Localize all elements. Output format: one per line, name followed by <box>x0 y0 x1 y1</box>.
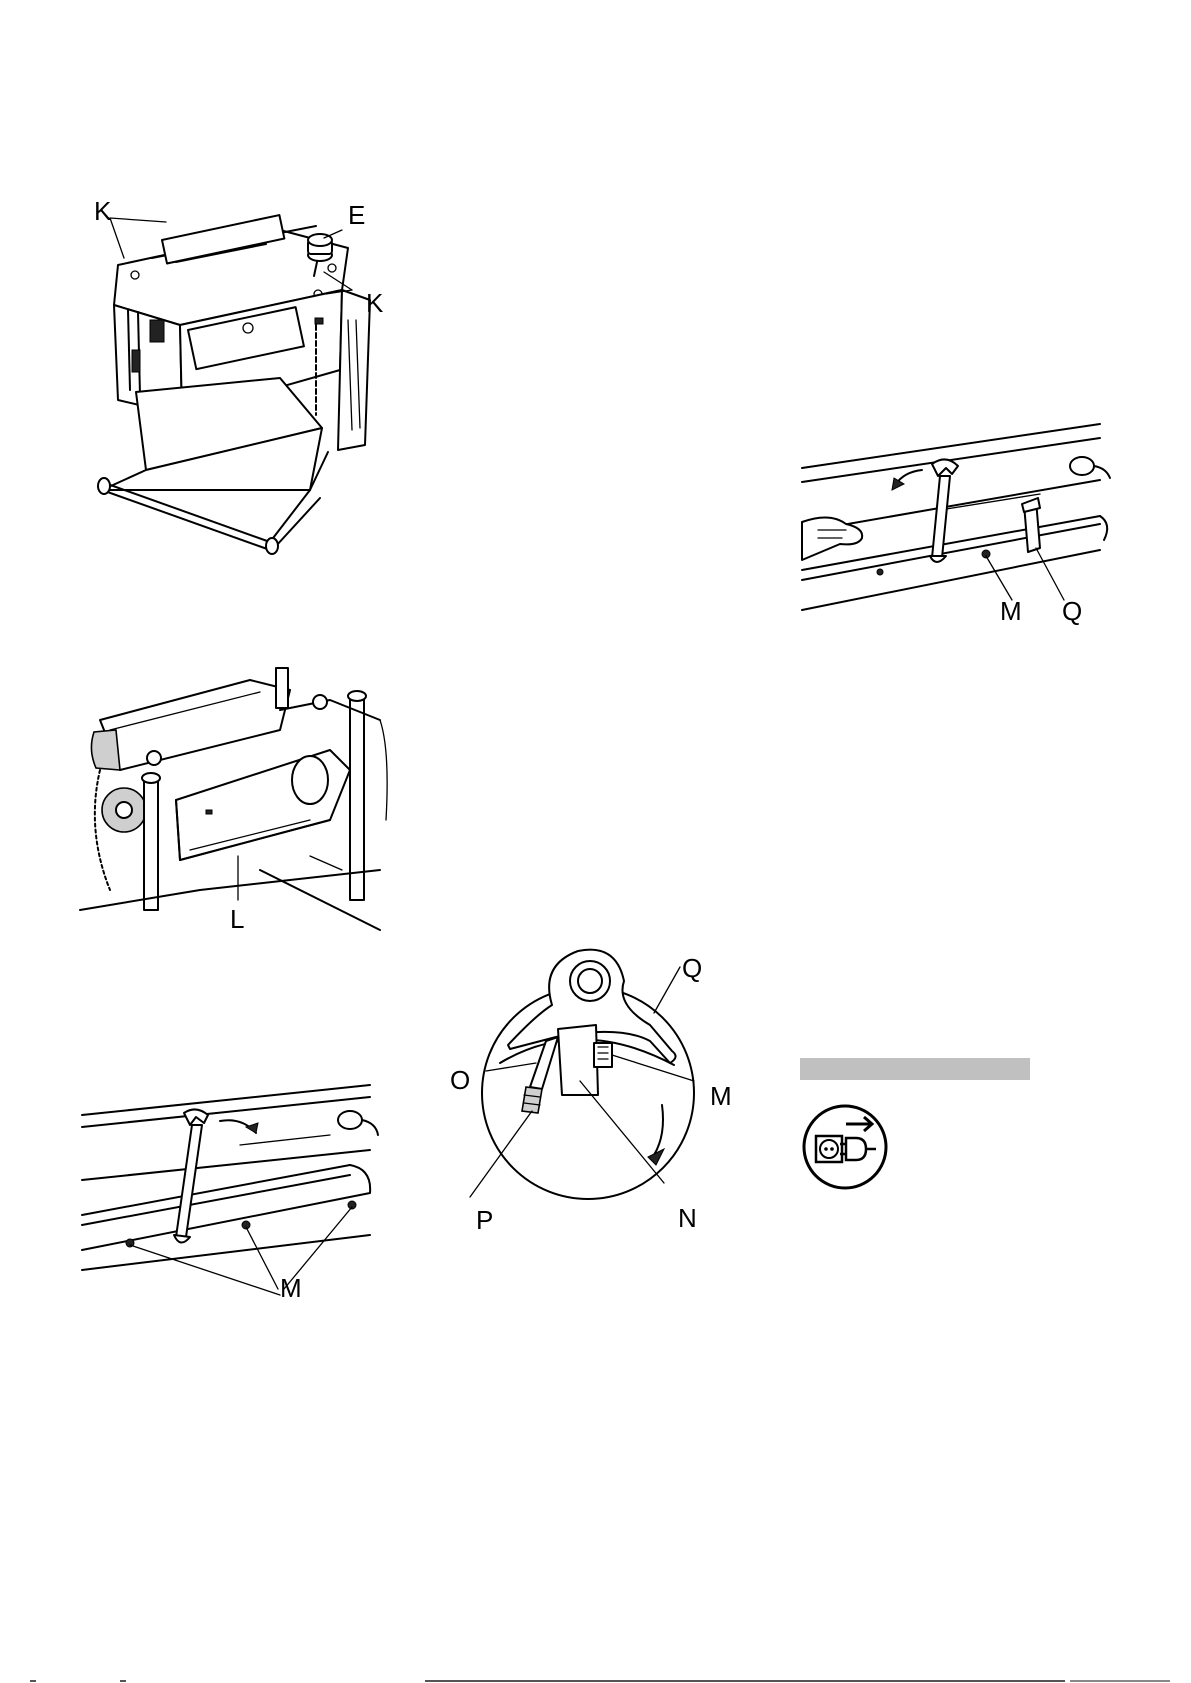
planer-overview-figure: K E K <box>80 200 400 550</box>
label-m-left: M <box>280 1273 302 1303</box>
label-e: E <box>348 200 365 230</box>
cutterhead-guard-figure: L <box>80 660 400 940</box>
label-p: P <box>476 1205 493 1235</box>
label-q-section: Q <box>682 953 702 983</box>
blade-cross-section-figure: Q O M P N <box>440 945 760 1245</box>
label-l: L <box>230 904 244 934</box>
label-o: O <box>450 1065 470 1095</box>
unplug-icon <box>800 1102 890 1192</box>
label-q-right: Q <box>1062 596 1082 626</box>
warning-heading-bar <box>800 1058 1030 1080</box>
label-m-section: M <box>710 1081 732 1111</box>
label-m-right: M <box>1000 596 1022 626</box>
footer-rule <box>0 1680 1191 1682</box>
label-k-left: K <box>94 196 112 226</box>
label-n: N <box>678 1203 697 1233</box>
blade-bolts-figure-right: M Q <box>800 420 1110 630</box>
label-k-right: K <box>366 288 384 318</box>
blade-bolts-figure-left: M <box>80 1065 380 1305</box>
